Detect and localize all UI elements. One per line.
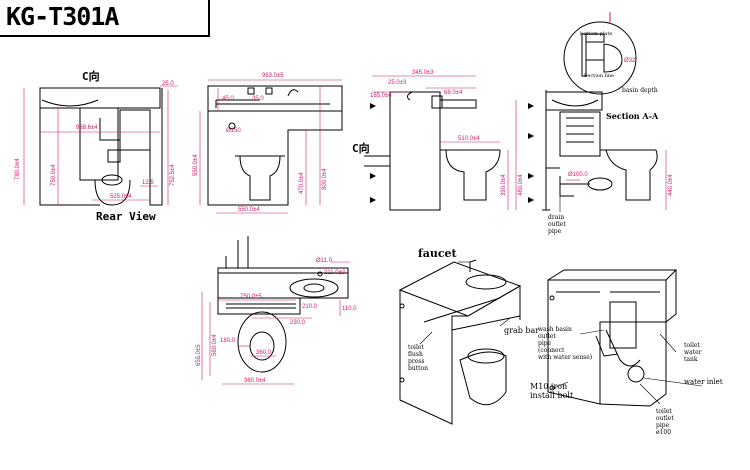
front-dim-small2: 35.0 xyxy=(252,96,264,102)
top-dim-depth: 560.0±4 xyxy=(212,334,218,356)
rear-dim-top: 25.0 xyxy=(162,81,174,87)
detail-view xyxy=(563,12,637,95)
top-dim-b: 211.0±3 xyxy=(324,270,346,276)
rear-view xyxy=(39,87,163,206)
side-dim-bowl: 510.0±4 xyxy=(458,136,480,142)
top-view xyxy=(217,236,349,373)
callout-line: outlet xyxy=(656,415,674,422)
top-dim-width: 750.0±5 xyxy=(240,294,262,300)
callout-wash-basin-pipe: wash basin outlet pipe (connect with wat… xyxy=(538,326,592,361)
front-dim-height-right: 470.0±4 xyxy=(299,172,305,194)
iso-front-view xyxy=(398,259,522,425)
callout-line: flush xyxy=(408,351,423,358)
side-dim-h1: 390.0±4 xyxy=(501,174,507,196)
top-dim-a: Ø11.0 xyxy=(316,258,332,264)
title-block: KG-T301A xyxy=(0,0,210,37)
callout-line: outlet xyxy=(548,221,566,228)
front-dim-small1: 45.0 xyxy=(222,96,234,102)
rear-dim-small: 12.5 xyxy=(142,180,154,186)
model-title: KG-T301A xyxy=(6,2,119,31)
callout-water-inlet: water inlet xyxy=(684,378,723,386)
callout-m10-bolt: M10 iron install bolt xyxy=(530,382,573,400)
side-dim-c: 68.0±4 xyxy=(444,90,463,96)
top-dim-f: 180.0 xyxy=(220,338,236,344)
callout-line: button xyxy=(408,365,429,372)
detail-section-line: Section line xyxy=(584,73,614,79)
section-label: Section A-A xyxy=(606,111,659,121)
callout-line: toilet xyxy=(684,342,700,349)
callout-toilet-outlet: toilet outlet pipe ø100 xyxy=(656,408,674,436)
callout-line: ø100 xyxy=(656,429,672,436)
rear-dim-bottom: 525.0±4 xyxy=(110,194,132,200)
side-view xyxy=(364,91,501,211)
iso-rear-view xyxy=(547,269,678,407)
section-dim-h: 440.0±4 xyxy=(668,174,674,196)
section-dim-pipe: Ø100.0 xyxy=(568,172,588,178)
callout-line: pipe xyxy=(656,422,670,429)
callout-line: drain xyxy=(548,214,565,221)
callout-grab-bar: grab bar xyxy=(504,326,540,335)
front-dim-pipe: Ø150 xyxy=(226,128,241,134)
front-dim-height-full: 800.0±4 xyxy=(322,168,328,190)
front-dim-width: 963.0±5 xyxy=(262,73,284,79)
callout-line: outlet xyxy=(538,333,556,340)
side-dim-width: 345.0±3 xyxy=(412,70,434,76)
top-dim-d: 230.0 xyxy=(290,320,306,326)
callout-line: with water sense) xyxy=(538,354,593,361)
rear-view-caption: Rear View xyxy=(96,210,156,223)
callout-faucet: faucet xyxy=(418,247,457,260)
rear-dim-height-total: 780.0±4 xyxy=(15,158,21,180)
callout-toilet-tank: toilet water tank xyxy=(684,342,702,363)
rear-dim-height-bowl: 750.0±4 xyxy=(51,164,57,186)
rear-view-heading: C向 xyxy=(82,70,100,83)
top-dim-h: 360.0±4 xyxy=(244,378,266,384)
front-dim-bottom: 550.0±4 xyxy=(238,207,260,213)
callout-line: (connect xyxy=(538,347,565,354)
callout-line: pipe xyxy=(538,340,552,347)
section-view xyxy=(542,90,658,211)
top-dim-c: 210.0 xyxy=(302,304,318,310)
rear-dim-width: 938.6±4 xyxy=(76,125,98,131)
callout-line: M10 iron xyxy=(530,382,568,391)
callout-line: install bolt xyxy=(530,391,574,400)
top-dim-g: 360.0 xyxy=(256,350,272,356)
callout-drain-pipe: drain outlet pipe xyxy=(548,214,566,235)
callout-line: toilet xyxy=(656,408,672,415)
detail-diameter: Ø32 xyxy=(624,58,636,64)
side-dim-h2: 480.0±4 xyxy=(518,174,524,196)
detail-bottom-plate: bottom plate xyxy=(580,31,613,37)
side-dim-b: 165.0±4 xyxy=(370,93,392,99)
front-dim-height: 550.0±4 xyxy=(193,154,199,176)
front-view xyxy=(207,85,343,206)
side-dim-a: 25.0±3 xyxy=(388,80,407,86)
callout-line: wash basin xyxy=(538,326,572,333)
top-dim-depth2: 655.0±5 xyxy=(196,344,202,366)
side-c-marker: C向 xyxy=(352,142,370,155)
callout-line: toilet xyxy=(408,344,424,351)
top-dim-e: 110.0 xyxy=(342,306,357,312)
rear-dim-height-right: 752.5±4 xyxy=(170,164,176,186)
callout-line: pipe xyxy=(548,228,562,235)
detail-basin-depth: basin depth xyxy=(622,87,658,94)
callout-line: tank xyxy=(684,356,698,363)
callout-toilet-flush: toilet flush press button xyxy=(408,344,428,372)
callout-line: press xyxy=(408,358,425,365)
callout-line: water xyxy=(684,349,702,356)
